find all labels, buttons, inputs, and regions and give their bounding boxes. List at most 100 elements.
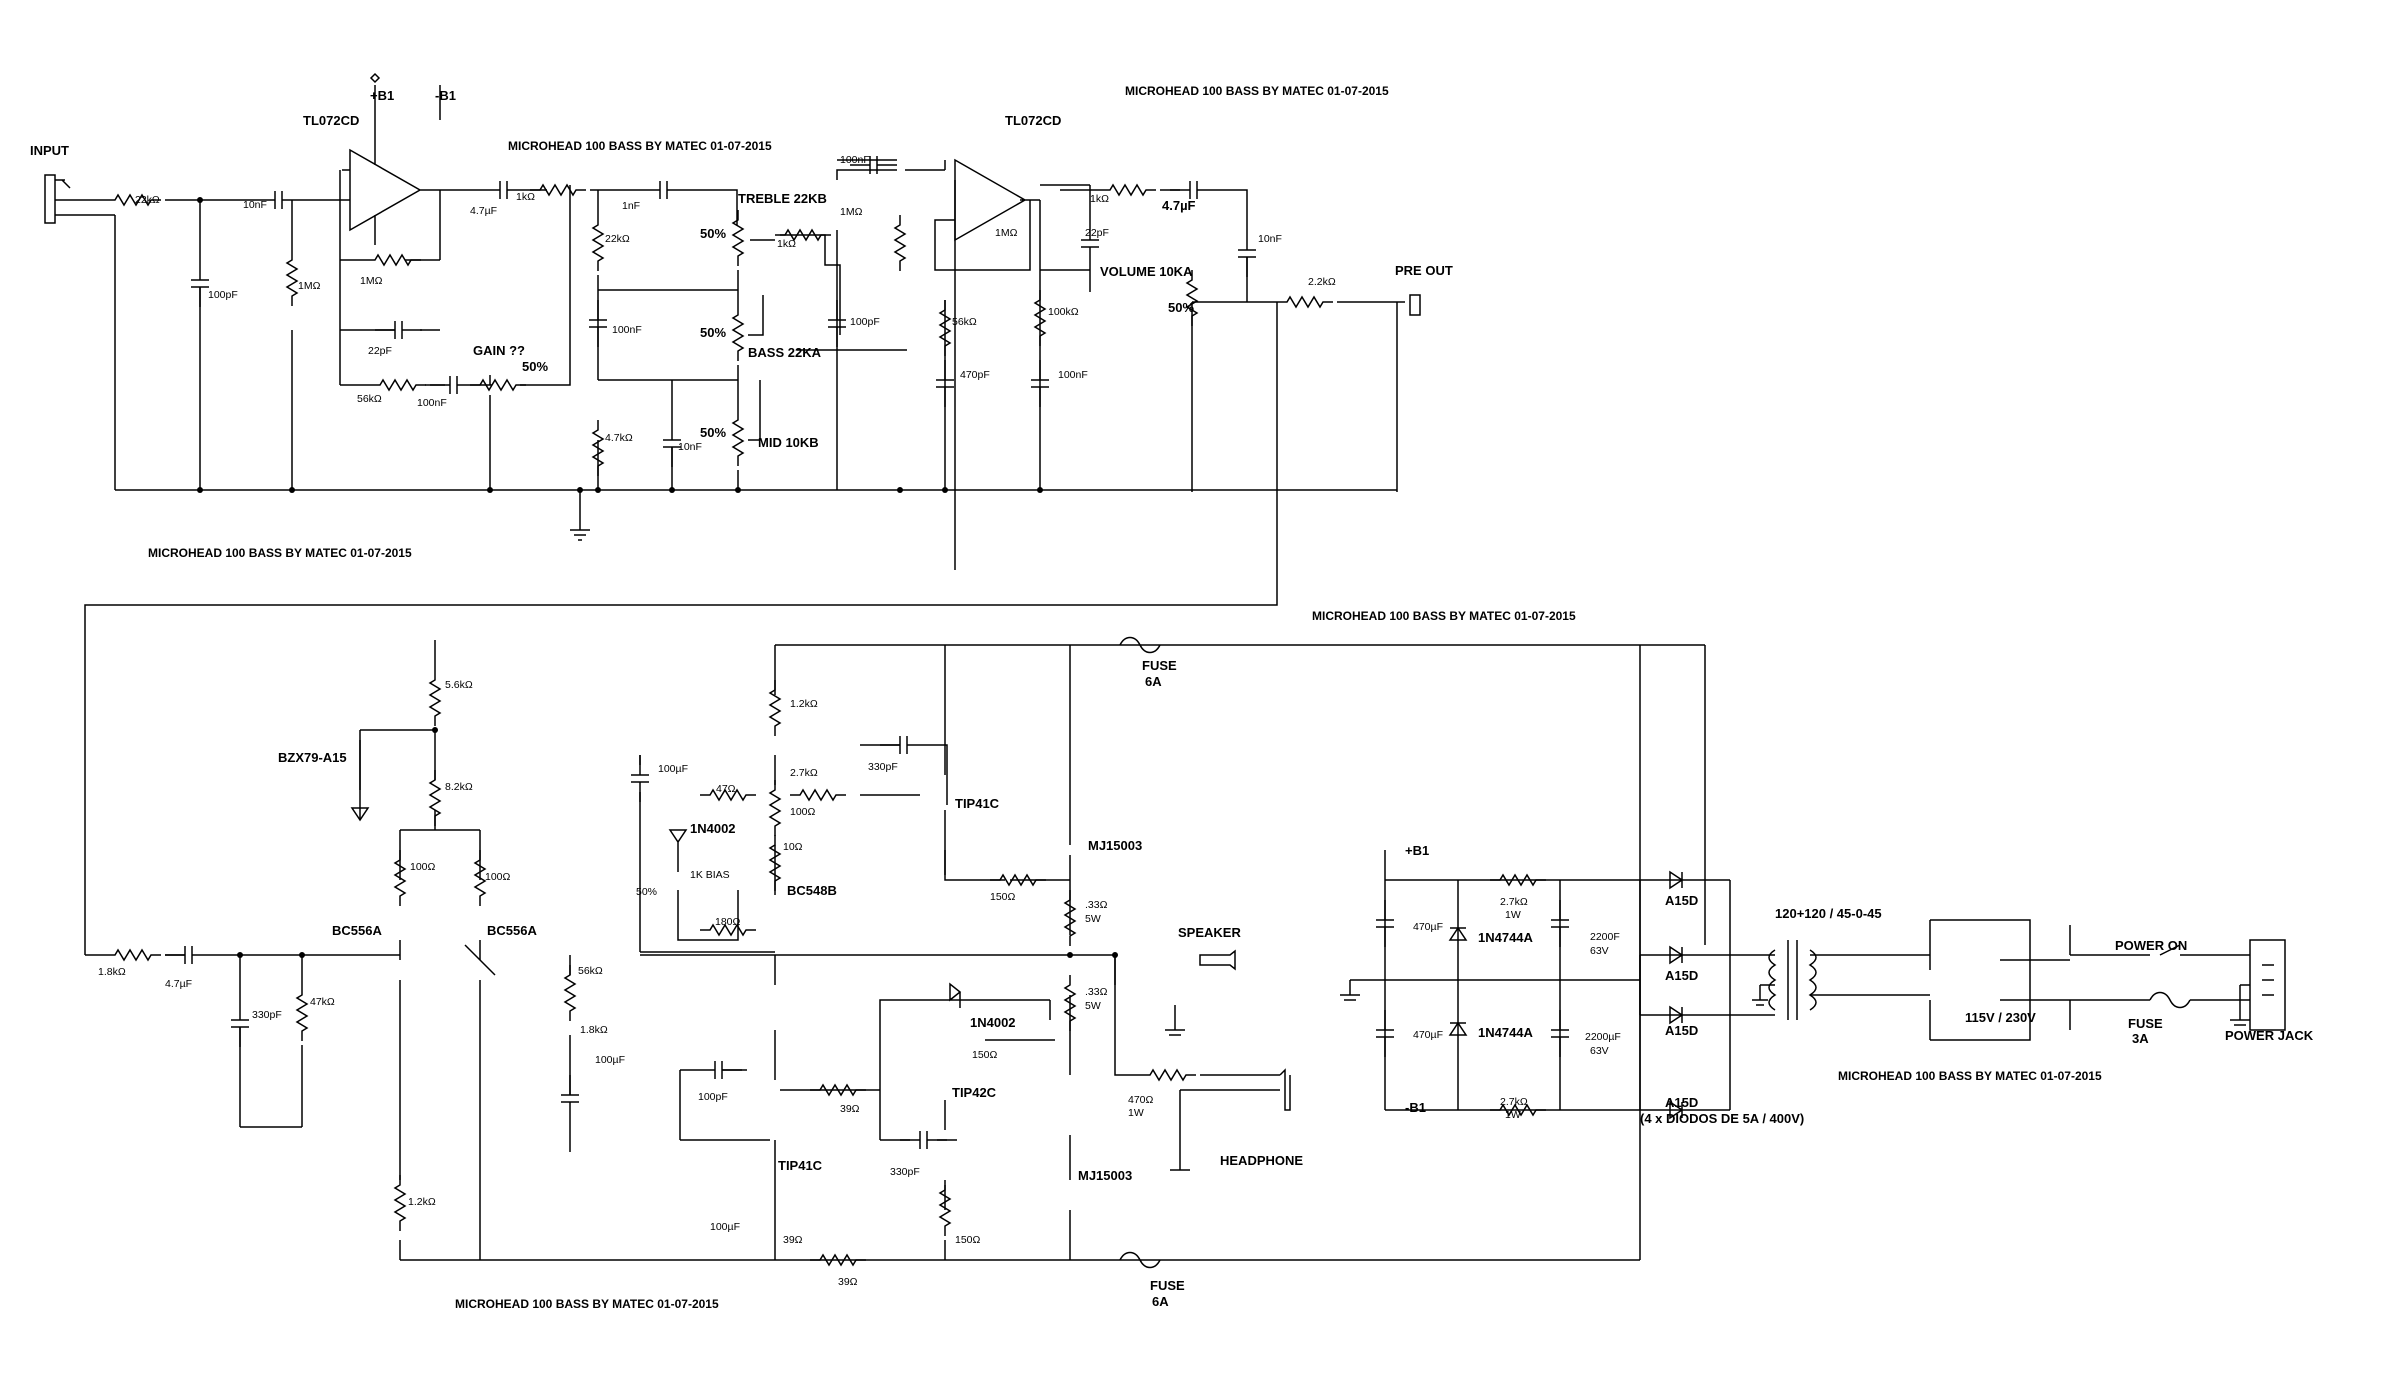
svg-text:TIP41C: TIP41C [955, 796, 1000, 811]
svg-text:5W: 5W [1085, 913, 1101, 925]
svg-text:10nF: 10nF [678, 441, 702, 453]
svg-text:10nF: 10nF [1258, 233, 1282, 245]
svg-text:2.7kΩ: 2.7kΩ [1500, 1096, 1528, 1108]
svg-text:100Ω: 100Ω [485, 871, 511, 883]
svg-text:115V / 230V: 115V / 230V [1965, 1010, 2036, 1025]
svg-text:100µF: 100µF [710, 1221, 740, 1233]
q-bc548-label: BC548B [787, 883, 837, 898]
svg-text:.33Ω: .33Ω [1085, 986, 1108, 998]
psu-section [1340, 850, 2286, 1120]
svg-text:1.8kΩ: 1.8kΩ [98, 966, 126, 978]
svg-text:100nF: 100nF [840, 154, 870, 166]
svg-text:1MΩ: 1MΩ [360, 275, 383, 287]
title-4: MICROHEAD 100 BASS BY MATEC 01-07-2015 [1312, 609, 1576, 623]
svg-text:100kΩ: 100kΩ [1048, 306, 1079, 318]
title-6: MICROHEAD 100 BASS BY MATEC 01-07-2015 [455, 1297, 719, 1311]
svg-text:3A: 3A [2132, 1031, 2149, 1046]
svg-text:100nF: 100nF [1058, 369, 1088, 381]
svg-text:56kΩ: 56kΩ [578, 965, 603, 977]
svg-text:100nF: 100nF [417, 397, 447, 409]
svg-text:+B1: +B1 [1405, 843, 1429, 858]
svg-text:A15D: A15D [1665, 1023, 1698, 1038]
input-label: INPUT [30, 143, 69, 158]
svg-text:22pF: 22pF [1085, 227, 1109, 239]
svg-text:.33Ω: .33Ω [1085, 899, 1108, 911]
svg-text:MJ15003: MJ15003 [1088, 838, 1142, 853]
svg-text:1W: 1W [1505, 909, 1521, 921]
svg-text:470Ω: 470Ω [1128, 1094, 1154, 1106]
svg-text:A15D: A15D [1665, 968, 1698, 983]
svg-text:22kΩ: 22kΩ [135, 194, 160, 206]
plus-b1-label: +B1 [370, 88, 394, 103]
svg-text:47kΩ: 47kΩ [310, 996, 335, 1008]
transformer-label: 120+120 / 45-0-45 [1775, 906, 1882, 921]
svg-text:A15D: A15D [1665, 1095, 1698, 1110]
opamp1-label: TL072CD [303, 113, 359, 128]
svg-text:2.2kΩ: 2.2kΩ [1308, 276, 1336, 288]
svg-text:(4 x DIODOS DE 5A / 400V): (4 x DIODOS DE 5A / 400V) [1640, 1111, 1804, 1126]
svg-text:56kΩ: 56kΩ [952, 316, 977, 328]
svg-text:8.2kΩ: 8.2kΩ [445, 781, 473, 793]
svg-text:4.7µF: 4.7µF [1162, 198, 1196, 213]
svg-text:1.2kΩ: 1.2kΩ [790, 698, 818, 710]
gain-label: GAIN ?? [473, 343, 525, 358]
zener-label: BZX79-A15 [278, 750, 347, 765]
power-on-label: POWER ON [2115, 938, 2187, 953]
svg-text:2200µF: 2200µF [1585, 1031, 1621, 1043]
bass-label: BASS 22KA [748, 345, 822, 360]
svg-text:100nF: 100nF [612, 324, 642, 336]
svg-text:1.2kΩ: 1.2kΩ [408, 1196, 436, 1208]
svg-text:1N4744A: 1N4744A [1478, 930, 1534, 945]
svg-text:100Ω: 100Ω [790, 806, 816, 818]
q1-label: BC556A [332, 923, 382, 938]
svg-text:330pF: 330pF [868, 761, 898, 773]
svg-text:4.7µF: 4.7µF [165, 978, 192, 990]
svg-text:50%: 50% [700, 425, 726, 440]
svg-text:1kΩ: 1kΩ [1090, 193, 1109, 205]
svg-text:1MΩ: 1MΩ [840, 206, 863, 218]
power-jack-label: POWER JACK [2225, 1028, 2314, 1043]
svg-text:1W: 1W [1128, 1107, 1144, 1119]
title-2: MICROHEAD 100 BASS BY MATEC 01-07-2015 [508, 139, 772, 153]
svg-text:50%: 50% [1168, 300, 1194, 315]
preamp-section [44, 72, 1421, 955]
svg-text:5W: 5W [1085, 1000, 1101, 1012]
svg-text:100µF: 100µF [595, 1054, 625, 1066]
schematic-labels: MICROHEAD 100 BASS BY MATEC 01-07-2015 M… [30, 84, 2314, 1311]
svg-text:1nF: 1nF [622, 200, 640, 212]
svg-text:1N4744A: 1N4744A [1478, 1025, 1534, 1040]
svg-text:1MΩ: 1MΩ [995, 227, 1018, 239]
svg-text:6A: 6A [1145, 674, 1162, 689]
svg-text:50%: 50% [636, 886, 657, 898]
svg-text:180Ω: 180Ω [715, 916, 741, 928]
svg-text:470µF: 470µF [1413, 921, 1443, 933]
svg-text:63V: 63V [1590, 945, 1609, 957]
svg-text:2.7kΩ: 2.7kΩ [790, 767, 818, 779]
svg-text:150Ω: 150Ω [990, 891, 1016, 903]
volume-label: VOLUME 10KA [1100, 264, 1193, 279]
svg-text:1MΩ: 1MΩ [298, 280, 321, 292]
svg-text:A15D: A15D [1665, 893, 1698, 908]
svg-text:39Ω: 39Ω [840, 1103, 860, 1115]
svg-text:10Ω: 10Ω [783, 841, 803, 853]
svg-text:TIP41C: TIP41C [778, 1158, 823, 1173]
svg-text:100Ω: 100Ω [410, 861, 436, 873]
svg-text:FUSE: FUSE [1142, 658, 1177, 673]
title-1: MICROHEAD 100 BASS BY MATEC 01-07-2015 [1125, 84, 1389, 98]
svg-text:6A: 6A [1152, 1294, 1169, 1309]
svg-text:5.6kΩ: 5.6kΩ [445, 679, 473, 691]
svg-text:1W: 1W [1505, 1109, 1521, 1121]
svg-text:1N4002: 1N4002 [690, 821, 736, 836]
speaker-label: SPEAKER [1178, 925, 1241, 940]
svg-text:50%: 50% [700, 325, 726, 340]
minus-b1-label: -B1 [435, 88, 456, 103]
svg-text:MJ15003: MJ15003 [1078, 1168, 1132, 1183]
svg-text:330pF: 330pF [890, 1166, 920, 1178]
svg-text:150Ω: 150Ω [972, 1049, 998, 1061]
svg-text:47Ω: 47Ω [716, 783, 736, 795]
svg-text:FUSE: FUSE [2128, 1016, 2163, 1031]
svg-text:100pF: 100pF [850, 316, 880, 328]
svg-text:100pF: 100pF [208, 289, 238, 301]
q2-label: BC556A [487, 923, 537, 938]
svg-text:-B1: -B1 [1405, 1100, 1426, 1115]
